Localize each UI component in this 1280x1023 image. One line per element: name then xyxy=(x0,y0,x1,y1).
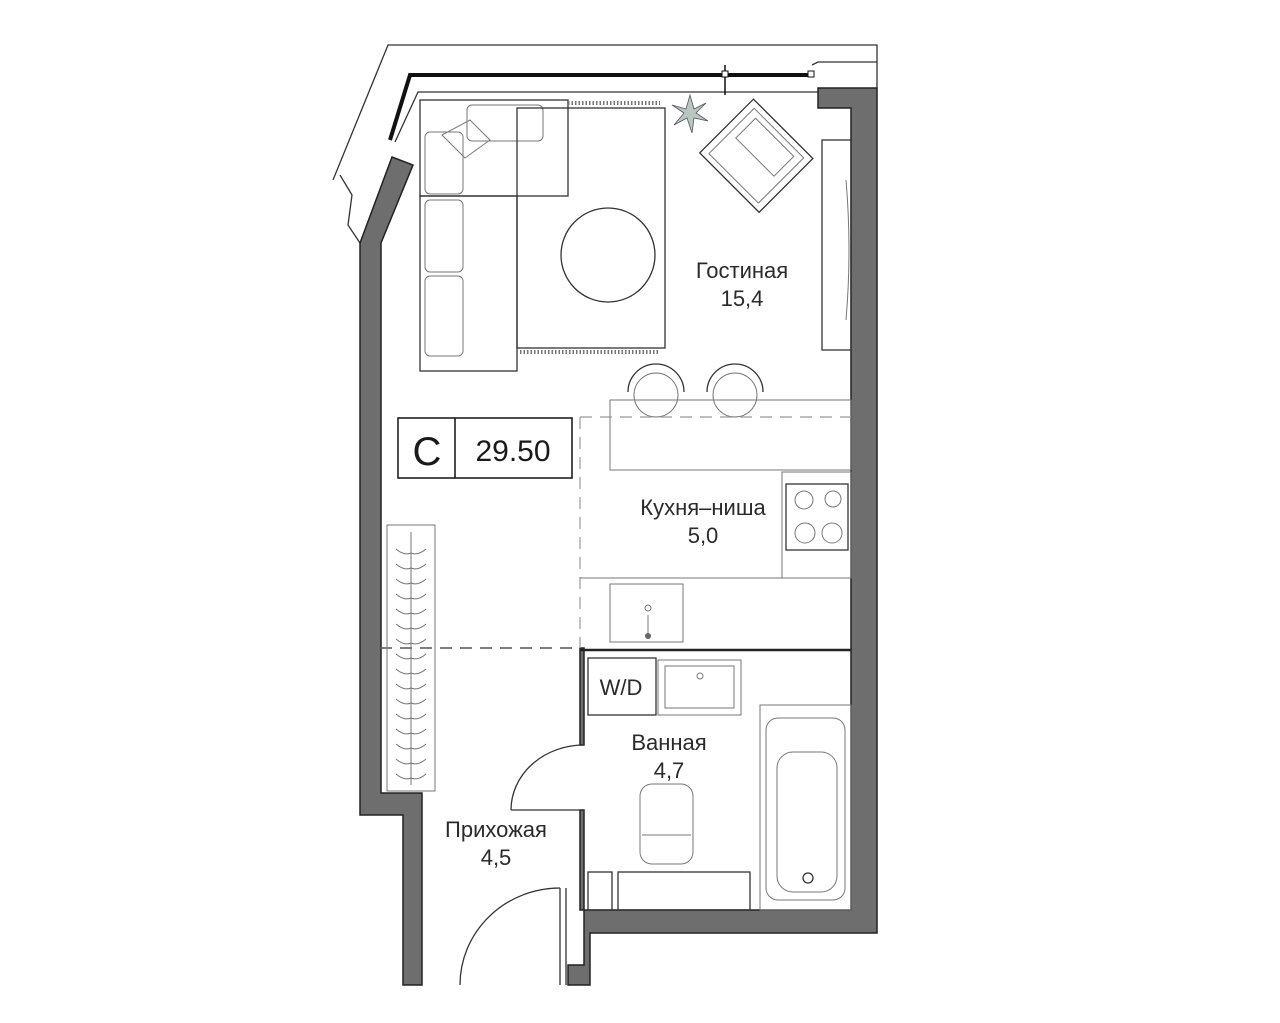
hanger-icon xyxy=(395,563,427,570)
washer-dryer xyxy=(587,657,657,716)
total-area: 29.50 xyxy=(475,435,550,468)
wardrobe-rack xyxy=(386,524,436,792)
sofa xyxy=(419,99,569,372)
coffee-table xyxy=(560,207,656,303)
right-wall xyxy=(567,87,878,986)
hanger-icon xyxy=(395,623,427,630)
shelf xyxy=(587,871,613,911)
apartment-badge: C 29.50 xyxy=(397,417,573,479)
hanger-icon xyxy=(395,653,427,660)
hanger-icon xyxy=(395,743,427,750)
hanger-icon xyxy=(395,713,427,720)
svg-text:4,5: 4,5 xyxy=(481,845,512,870)
hanger-icon xyxy=(395,548,427,555)
hanger-icon xyxy=(395,638,427,645)
bathroom-sink xyxy=(657,659,742,716)
armchair xyxy=(698,98,814,214)
kitchen-sink xyxy=(609,583,684,643)
exterior-outline xyxy=(332,44,878,244)
bathtub xyxy=(759,704,852,911)
svg-text:Прихожая: Прихожая xyxy=(445,817,547,842)
hanger-icon xyxy=(395,593,427,600)
bar-counter xyxy=(609,399,852,471)
bathroom-door[interactable] xyxy=(510,744,585,811)
svg-text:15,4: 15,4 xyxy=(721,286,764,311)
hanger-icon xyxy=(395,728,427,735)
svg-text:Ванная: Ванная xyxy=(631,730,706,755)
room-label-bathroom: Ванная 4,7 xyxy=(631,730,706,783)
svg-text:5,0: 5,0 xyxy=(688,523,719,548)
hanger-icon xyxy=(395,758,427,765)
plant-icon xyxy=(671,93,709,134)
hanger-icon xyxy=(395,683,427,690)
tv-unit xyxy=(821,139,852,351)
entrance-door[interactable] xyxy=(459,887,567,986)
apartment-type: C xyxy=(413,430,442,474)
hanger-icon xyxy=(395,668,427,675)
svg-text:Кухня–ниша: Кухня–ниша xyxy=(640,495,766,520)
toilet xyxy=(639,783,694,865)
stove xyxy=(781,471,852,579)
svg-text:Гостиная: Гостиная xyxy=(696,258,788,283)
bathroom-partition xyxy=(579,647,585,746)
bar-stools xyxy=(627,363,764,418)
shelf xyxy=(617,871,751,911)
room-label-kitchen: Кухня–ниша 5,0 xyxy=(640,495,766,548)
bathroom-partition xyxy=(579,809,585,911)
hanger-icon xyxy=(395,608,427,615)
hanger-icon xyxy=(395,698,427,705)
washer-dryer-label: W/D xyxy=(600,675,643,700)
svg-text:4,7: 4,7 xyxy=(654,758,685,783)
rug xyxy=(516,101,666,354)
room-label-hallway: Прихожая 4,5 xyxy=(445,817,547,870)
hanger-icon xyxy=(395,578,427,585)
left-wall xyxy=(359,156,423,986)
room-label-living: Гостиная 15,4 xyxy=(696,258,788,311)
hanger-icon xyxy=(395,773,427,780)
window xyxy=(388,73,812,141)
